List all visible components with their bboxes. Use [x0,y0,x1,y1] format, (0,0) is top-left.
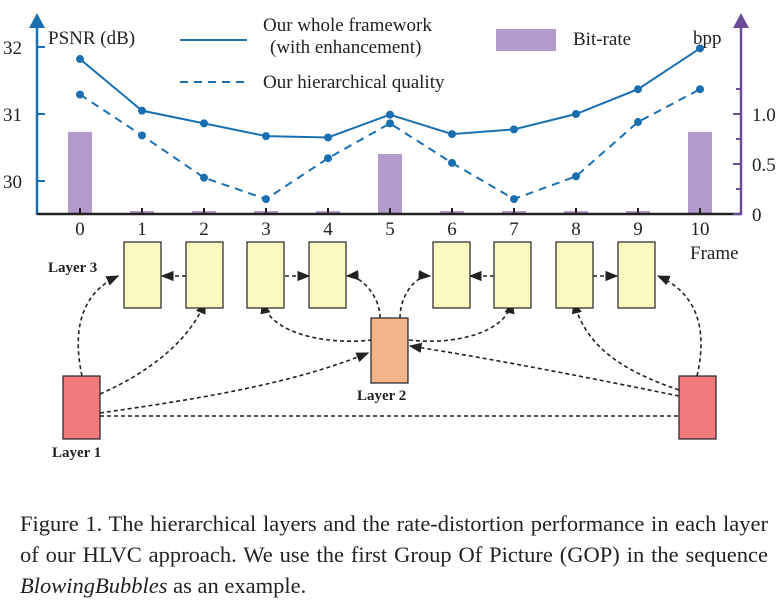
arrow-layer1-to-layer2 [99,352,370,414]
layer3-label: Layer 3 [48,260,97,276]
arrow-layer1b-to-frame8 [571,300,680,391]
caption-sequence-name: BlowingBubbles [20,573,168,598]
layer3-frame-7 [493,241,532,309]
left-tick-label: 31 [3,105,22,126]
x-tick-label-4: 4 [323,219,333,240]
hierarchical-point-0 [76,90,84,99]
framework-point-4 [324,133,332,142]
left-tick-label: 30 [3,172,22,193]
framework-point-8 [572,110,580,118]
left-tick-label: 32 [3,38,22,59]
caption-text-end: as an example. [167,573,307,598]
right-tick-label: 1.0 [752,105,776,126]
layer3-frame-3 [246,241,285,309]
x-axis-label: Frame [690,243,739,264]
hierarchical-point-1 [138,131,146,140]
framework-point-6 [448,130,456,139]
legend-bar-label: Bit-rate [573,29,631,50]
layer2-label: Layer 2 [357,388,406,404]
layer3-frame-6 [432,241,471,309]
hierarchical-point-5 [386,119,394,128]
layer2-frame [370,317,409,384]
left-axis-label: PSNR (dB) [48,28,135,49]
framework-point-10 [696,44,704,53]
framework-point-7 [510,125,518,134]
caption-text: Figure 1. The hierarchical layers and th… [20,511,768,567]
framework-point-1 [138,106,146,115]
right-axis-label: bpp [693,28,722,49]
left-ticks: 30 31 32 [3,38,45,193]
left-axis-arrowhead [29,13,45,28]
x-tick-label-3: 3 [261,219,271,240]
arrow-layer2-to-frame6 [399,270,432,319]
right-ticks: 0 0.5 1.0 [733,88,776,226]
x-tick-label-10: 10 [691,219,710,240]
legend-bar-swatch [496,29,556,51]
hierarchical-point-6 [448,158,456,167]
bit-rate-bar-5 [378,154,402,214]
framework-point-9 [634,85,642,94]
hlvc-figure: 30 31 32 0 0.5 1.0 0 1 2 3 4 5 6 7 8 9 10 PSNR (dB) bp… [3,13,776,461]
bit-rate-bar-0 [68,132,92,214]
arrow-layer1b-to-frame9 [656,275,702,377]
bit-rate-bars [68,132,712,214]
legend-solid-line-label-2: (with enhancement) [270,37,421,58]
layer1-label: Layer 1 [52,445,101,461]
x-tick-label-2: 2 [199,219,209,240]
hierarchical-point-4 [324,154,332,163]
right-axis-arrowhead [733,13,749,28]
layer3-frame-8 [555,241,594,309]
x-tick-label-6: 6 [447,219,457,240]
layer3-frame-1 [123,241,162,309]
layer3-frame-4 [308,241,347,309]
right-tick-label: 0.5 [752,155,776,176]
x-tick-label-1: 1 [137,219,147,240]
hierarchical-point-8 [572,172,580,181]
arrow-layer2-to-frame3 [260,300,373,343]
arrow-layer1-to-frame1 [77,275,120,377]
x-ticks: 0 1 2 3 4 5 6 7 8 9 10 [75,208,710,240]
x-tick-label-5: 5 [385,219,395,240]
framework-point-0 [76,55,84,64]
framework-point-5 [386,110,394,119]
hierarchical-point-10 [696,85,704,94]
layer1-frame-left [62,375,101,440]
x-tick-label-9: 9 [633,219,643,240]
layer3-frame-2 [185,241,224,309]
arrow-layer1b-to-layer2 [408,342,680,397]
legend-solid-line-label-1: Our whole framework [263,15,432,36]
hierarchical-point-3 [262,195,270,204]
figure-caption: Figure 1. The hierarchical layers and th… [20,508,768,601]
x-tick-label-0: 0 [75,219,85,240]
x-tick-label-8: 8 [571,219,581,240]
layer-diagram: Layer 3 Layer 2 Layer 1 [48,241,717,461]
chart-legend: Our whole framework (with enhancement) O… [180,15,631,93]
hierarchical-point-9 [634,118,642,127]
psnr-lines [76,44,704,204]
right-tick-label: 0 [752,205,762,226]
arrow-layer2-to-frame4 [345,270,381,319]
arrow-layer2-to-frame7 [408,300,515,343]
layer1-frame-right [678,375,717,440]
arrow-layer1-to-frame2 [99,300,206,395]
framework-point-3 [262,132,270,141]
legend-dashed-line-label: Our hierarchical quality [263,72,445,93]
framework-point-2 [200,119,208,128]
layer3-frame-9 [617,241,656,309]
hierarchical-point-7 [510,195,518,204]
bit-rate-bar-10 [688,132,712,214]
hierarchical-point-2 [200,173,208,182]
x-tick-label-7: 7 [509,219,519,240]
